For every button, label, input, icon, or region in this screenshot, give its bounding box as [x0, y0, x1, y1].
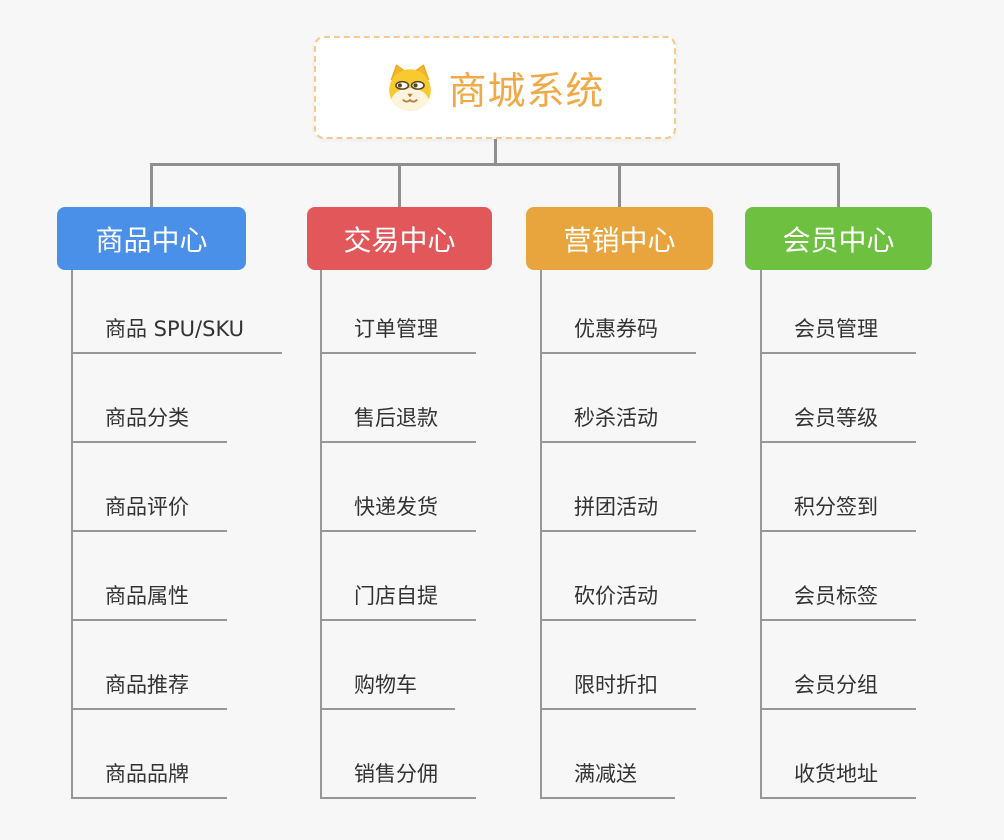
leaf-node[interactable]: 限时折扣: [542, 621, 696, 710]
branch-children-marketing-center: 优惠券码 秒杀活动 拼团活动 砍价活动 限时折扣 满减送: [540, 270, 696, 799]
leaf-node[interactable]: 优惠券码: [542, 270, 696, 354]
leaf-node[interactable]: 订单管理: [322, 270, 476, 354]
leaf-node[interactable]: 购物车: [322, 621, 455, 710]
leaf-node[interactable]: 商品品牌: [73, 710, 227, 799]
dog-face-icon: [389, 64, 432, 111]
leaf-node[interactable]: 商品分类: [73, 354, 227, 443]
branch-children-product-center: 商品 SPU/SKU 商品分类 商品评价 商品属性 商品推荐 商品品牌: [71, 270, 283, 799]
root-node[interactable]: 商城系统: [314, 36, 676, 139]
leaf-node[interactable]: 商品推荐: [73, 621, 227, 710]
leaf-node[interactable]: 快递发货: [322, 443, 476, 532]
leaf-node[interactable]: 满减送: [542, 710, 675, 799]
leaf-node[interactable]: 砍价活动: [542, 532, 696, 621]
leaf-node[interactable]: 门店自提: [322, 532, 476, 621]
leaf-node[interactable]: 商品属性: [73, 532, 227, 621]
branch-node-marketing-center[interactable]: 营销中心: [526, 207, 713, 270]
branch-node-trade-center[interactable]: 交易中心: [307, 207, 492, 270]
leaf-node[interactable]: 积分签到: [762, 443, 916, 532]
leaf-node[interactable]: 拼团活动: [542, 443, 696, 532]
root-title: 商城系统: [448, 69, 605, 113]
leaf-node[interactable]: 商品评价: [73, 443, 227, 532]
leaf-node[interactable]: 秒杀活动: [542, 354, 696, 443]
branch-bus-line: [150, 163, 840, 207]
leaf-node[interactable]: 收货地址: [762, 710, 916, 799]
leaf-node[interactable]: 售后退款: [322, 354, 476, 443]
leaf-node[interactable]: 会员标签: [762, 532, 916, 621]
branch-node-product-center[interactable]: 商品中心: [57, 207, 246, 270]
leaf-node[interactable]: 会员等级: [762, 354, 916, 443]
branch-node-member-center[interactable]: 会员中心: [745, 207, 932, 270]
branch-children-member-center: 会员管理 会员等级 积分签到 会员标签 会员分组 收货地址: [760, 270, 916, 799]
leaf-node[interactable]: 商品 SPU/SKU: [73, 270, 283, 354]
leaf-node[interactable]: 会员管理: [762, 270, 916, 354]
leaf-node[interactable]: 销售分佣: [322, 710, 476, 799]
leaf-node[interactable]: 会员分组: [762, 621, 916, 710]
branch-children-trade-center: 订单管理 售后退款 快递发货 门店自提 购物车 销售分佣: [320, 270, 476, 799]
